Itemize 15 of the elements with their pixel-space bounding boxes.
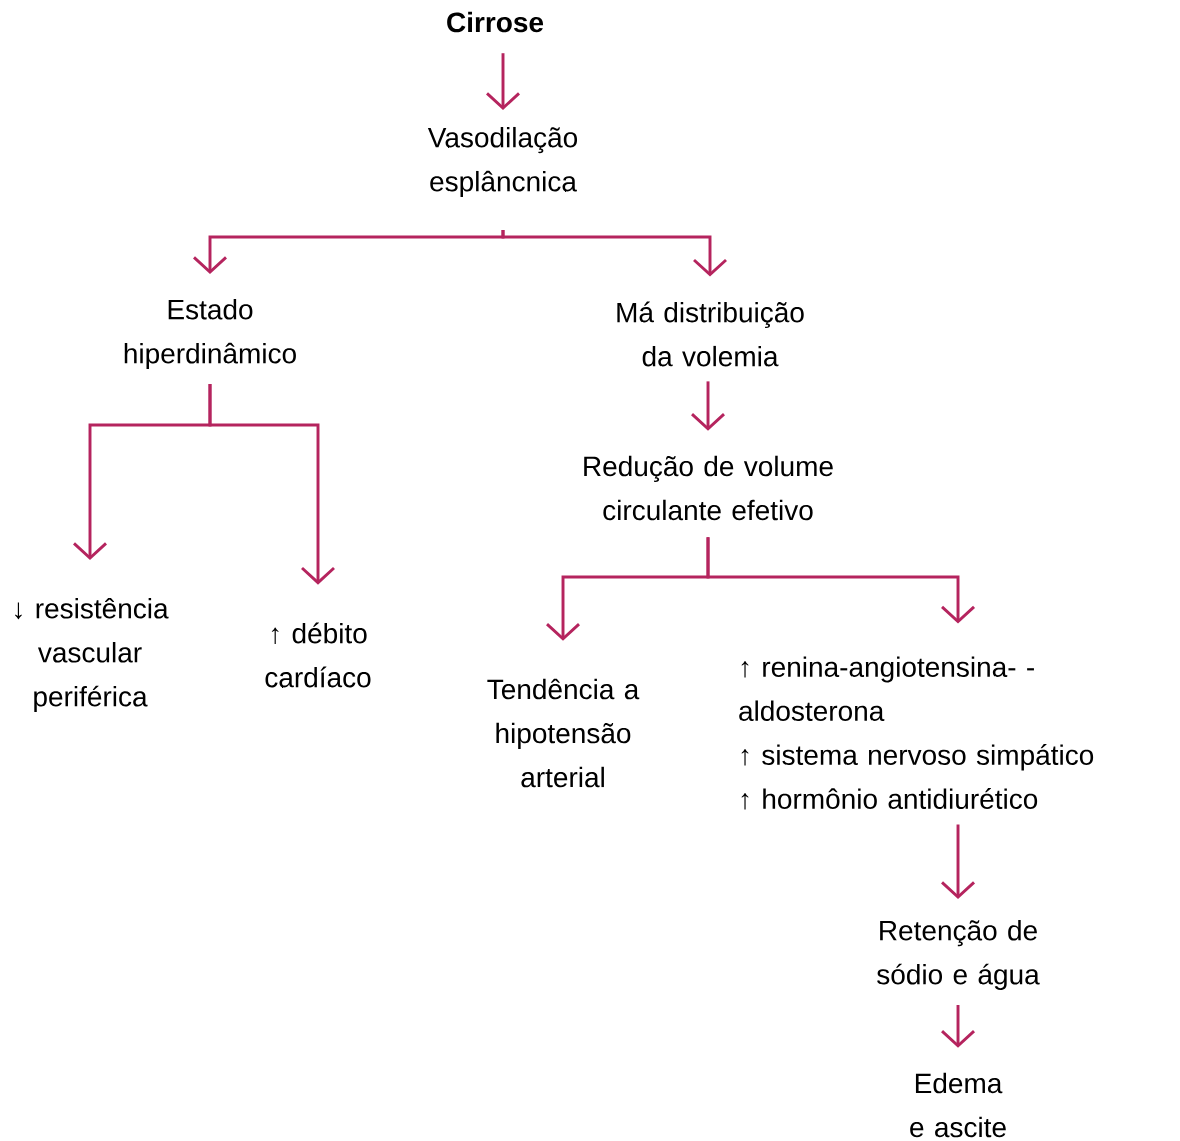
flow-step-text: ↑ renina-angiotensina- -aldosterona ↑ sistema nervoso simpático ↑ hormônio antidiurético — [739, 656, 1094, 810]
flow-step-text: Edema e ascite — [910, 1072, 1006, 1138]
flow-step-text: Retenção de sódio e água — [877, 919, 1040, 991]
flow-step-text: ↓ resistência vascular periférica — [15, 597, 169, 713]
flow-step-text: Má distribuição da volemia — [617, 301, 804, 367]
flow-step-text: ↑ débito cardíaco — [265, 622, 371, 688]
arrow — [706, 537, 975, 624]
flow-step-text: Redução de volume circulante efetivo — [584, 455, 833, 521]
flow-step-text: Estado hiperdinâmico — [124, 298, 296, 370]
flow-step-text: Vasodilação esplâncnica — [427, 126, 578, 198]
arrow — [941, 824, 975, 900]
flow-step-text: Tendência a hipotensão arterial — [487, 678, 640, 788]
arrow — [208, 384, 335, 585]
arrow — [501, 230, 727, 277]
flow-step-text: Cirrose — [447, 11, 544, 33]
